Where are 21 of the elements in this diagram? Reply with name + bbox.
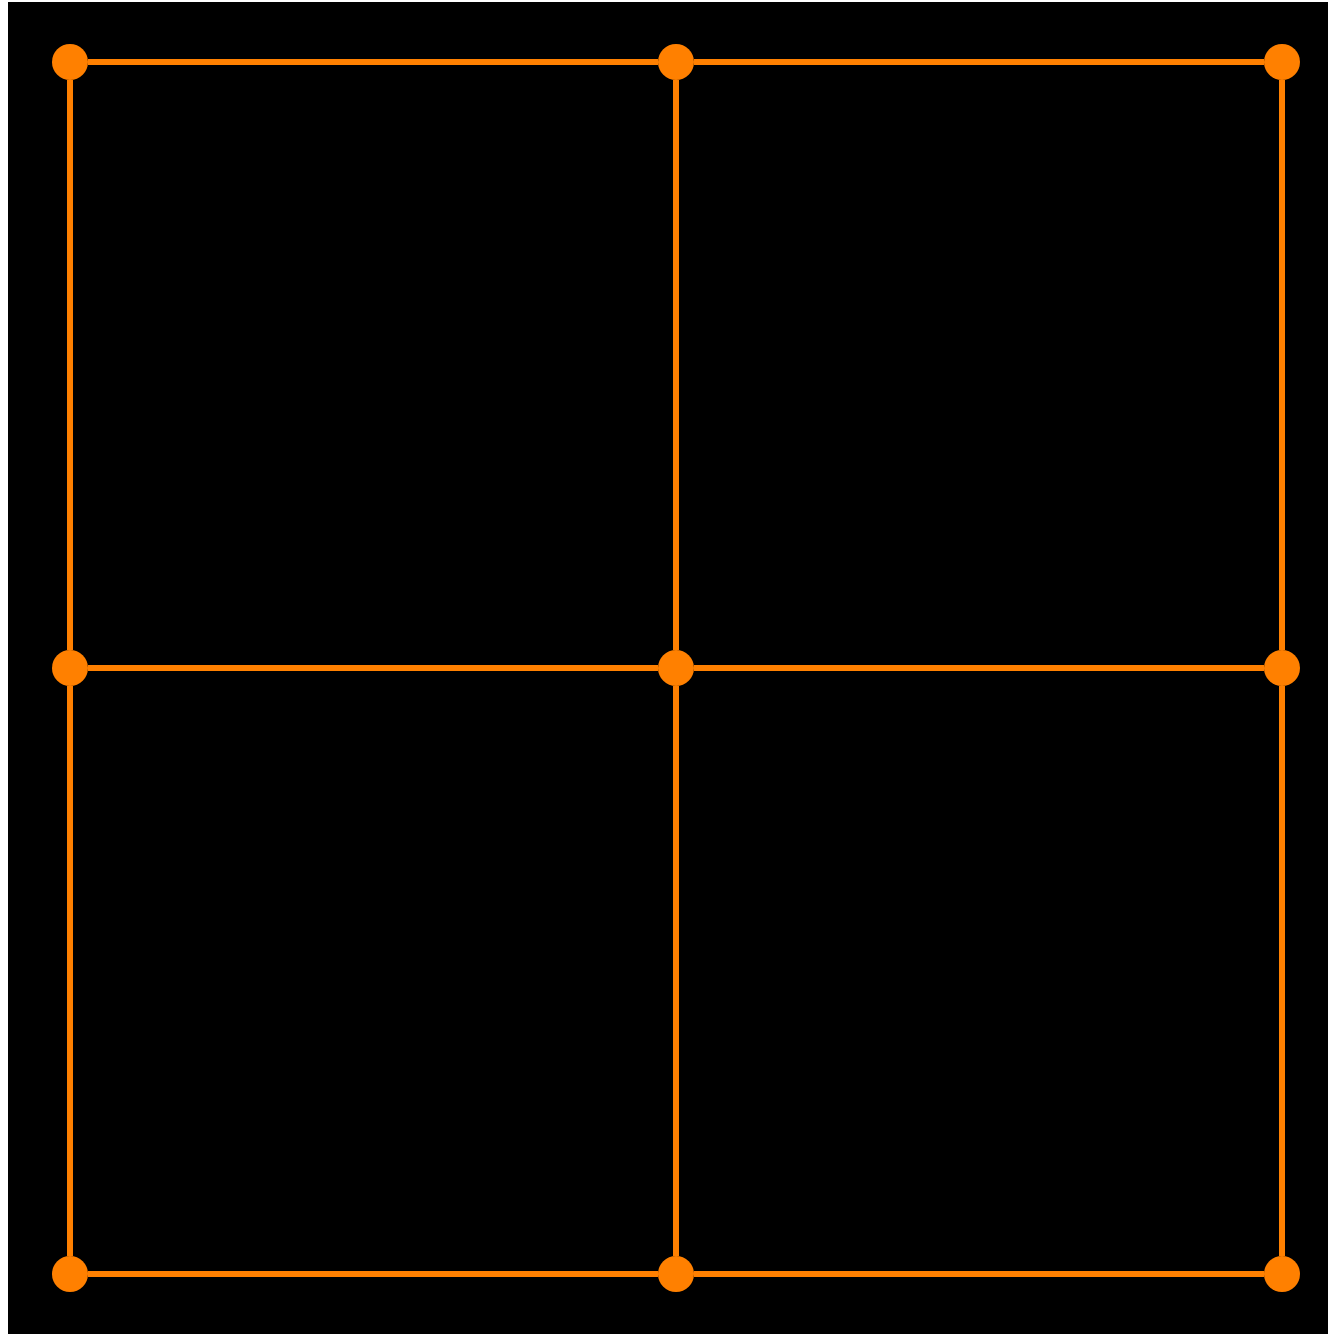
vertex-dot — [1264, 650, 1300, 686]
vertex-dot — [52, 44, 88, 80]
vertex-dot — [658, 650, 694, 686]
connector-line — [694, 59, 1264, 65]
connector-line — [694, 1271, 1264, 1277]
vertex-dot — [52, 650, 88, 686]
connector-line — [673, 686, 679, 1256]
connector-line — [88, 665, 658, 671]
vertex-dot — [658, 1256, 694, 1292]
connector-line — [67, 80, 73, 650]
connector-line — [694, 665, 1264, 671]
connector-line — [673, 80, 679, 650]
connector-line — [88, 59, 658, 65]
vertex-dot — [1264, 1256, 1300, 1292]
vertex-dot — [1264, 44, 1300, 80]
connector-line — [1279, 80, 1285, 650]
connector-line — [67, 686, 73, 1256]
connector-line — [88, 1271, 658, 1277]
vertex-dot — [52, 1256, 88, 1292]
vertex-dot — [658, 44, 694, 80]
connector-line — [1279, 686, 1285, 1256]
